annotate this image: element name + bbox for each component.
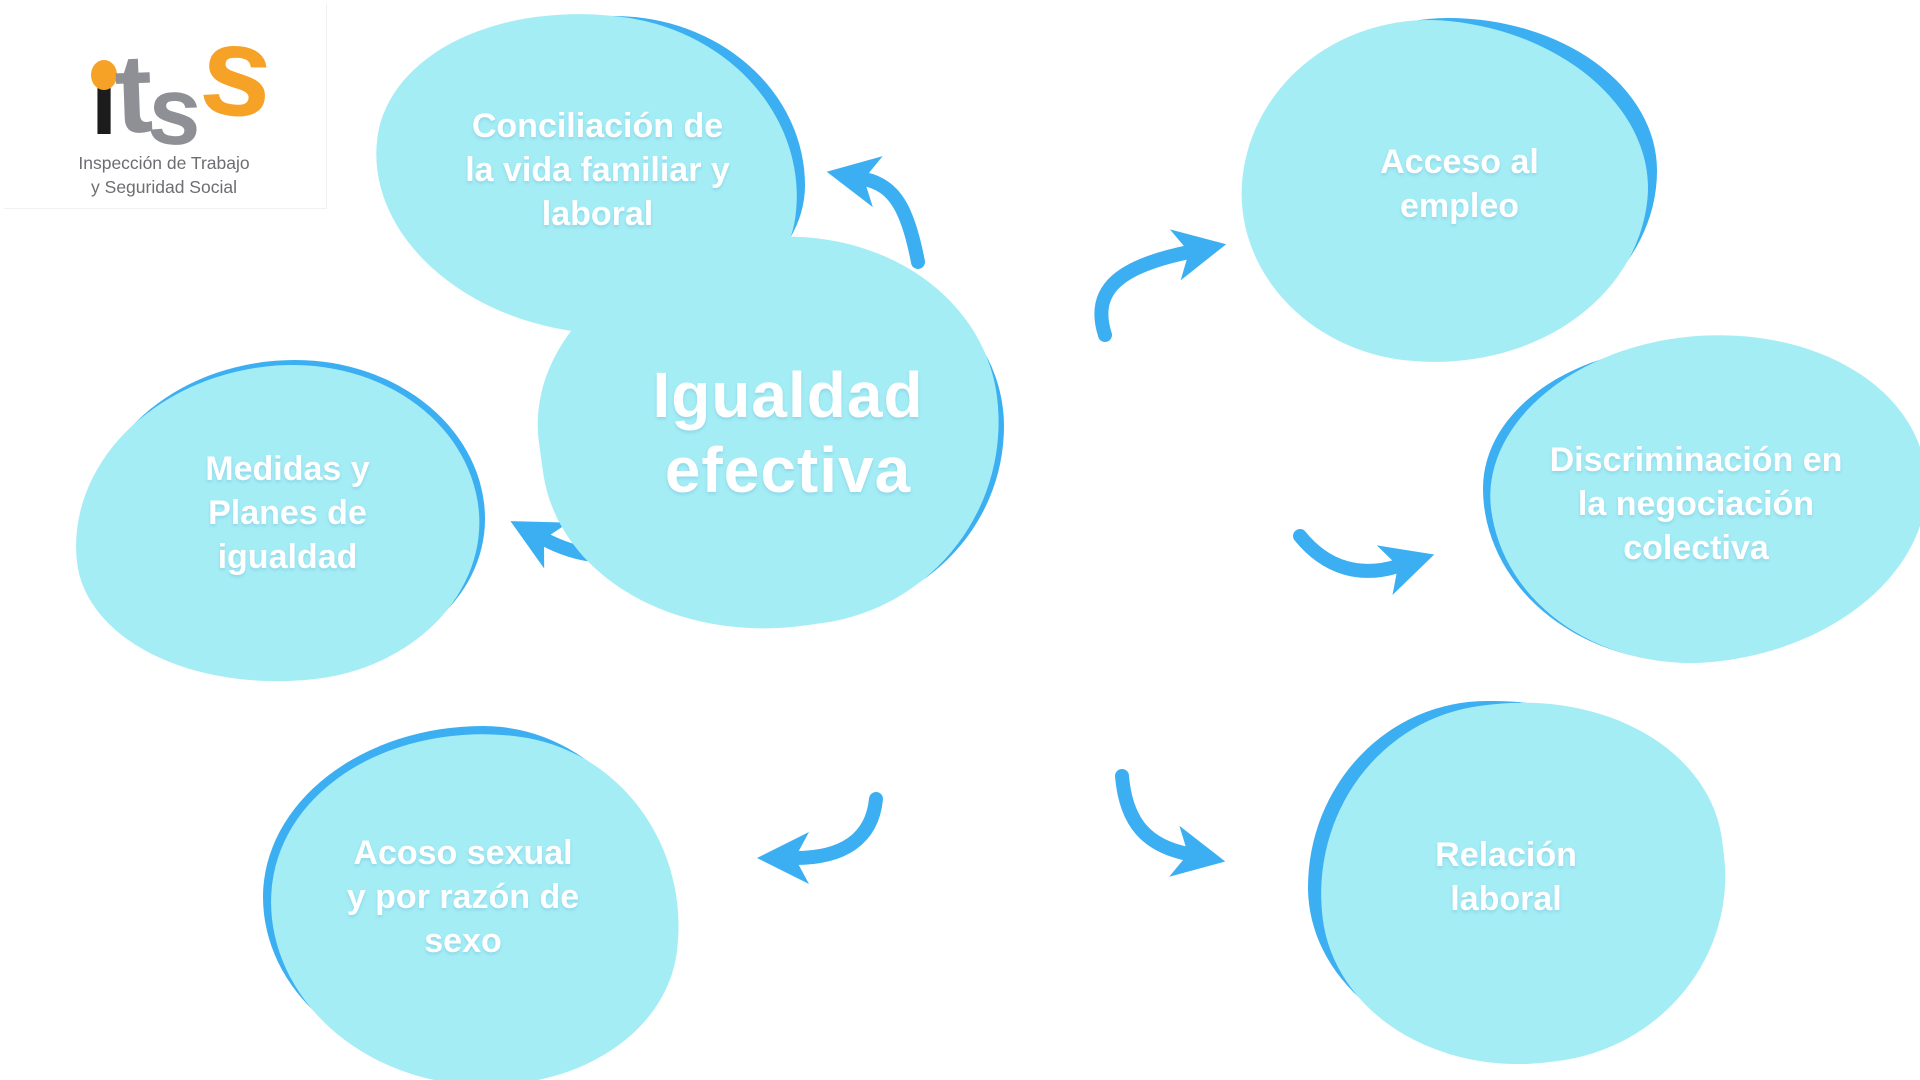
arrow-to-conciliacion	[826, 156, 925, 269]
arrow-to-relacion	[1115, 769, 1226, 877]
blob-shape	[390, 16, 805, 324]
logo-caption-line2: y Seguridad Social	[91, 176, 237, 197]
node-label: Acceso al empleo	[1380, 142, 1539, 225]
arrow-to-discriminacion	[1293, 529, 1435, 596]
node-acoso-sexual: Acoso sexual y por razón de sexo	[263, 726, 663, 1068]
node-relacion-laboral: Relación laboral	[1308, 701, 1704, 1053]
logo-letter-s2: s	[194, 0, 281, 147]
logo-letter-i: i	[90, 48, 118, 155]
blob-shape	[263, 726, 663, 1068]
blob-shape	[90, 360, 485, 666]
logo-card: i t s s Inspección de Trabajo y Segurida…	[4, 0, 327, 209]
node-label: Discriminación en la negociación colecti…	[1549, 440, 1843, 568]
blob-shape	[1483, 346, 1909, 662]
logo-i-dot	[90, 60, 117, 90]
logo-caption: Inspección de Trabajo y Seguridad Social	[34, 152, 294, 199]
itss-logo: i t s s	[76, 0, 286, 167]
logo-caption-line1: Inspección de Trabajo	[78, 153, 250, 173]
node-acceso-al-empleo: Acceso al empleo	[1262, 18, 1657, 350]
node-label: Relación laboral	[1435, 835, 1577, 918]
blob-shape	[1262, 18, 1657, 350]
arrow-to-acceso	[1094, 229, 1227, 342]
center-node-label: Igualdad efectiva	[652, 359, 924, 506]
node-label: Acoso sexual y por razón de sexo	[346, 833, 580, 961]
node-conciliacion: Conciliación de la vida familiar y labor…	[390, 16, 805, 324]
arrow-to-acoso	[757, 792, 883, 884]
logo-letter-s1: s	[144, 56, 206, 167]
node-discriminacion: Discriminación en la negociación colecti…	[1483, 346, 1909, 662]
blob-shape	[1308, 701, 1704, 1053]
node-medidas-planes: Medidas y Planes de igualdad	[90, 360, 485, 666]
node-label: Medidas y Planes de igualdad	[205, 449, 370, 577]
node-label: Conciliación de la vida familiar y labor…	[465, 106, 730, 234]
